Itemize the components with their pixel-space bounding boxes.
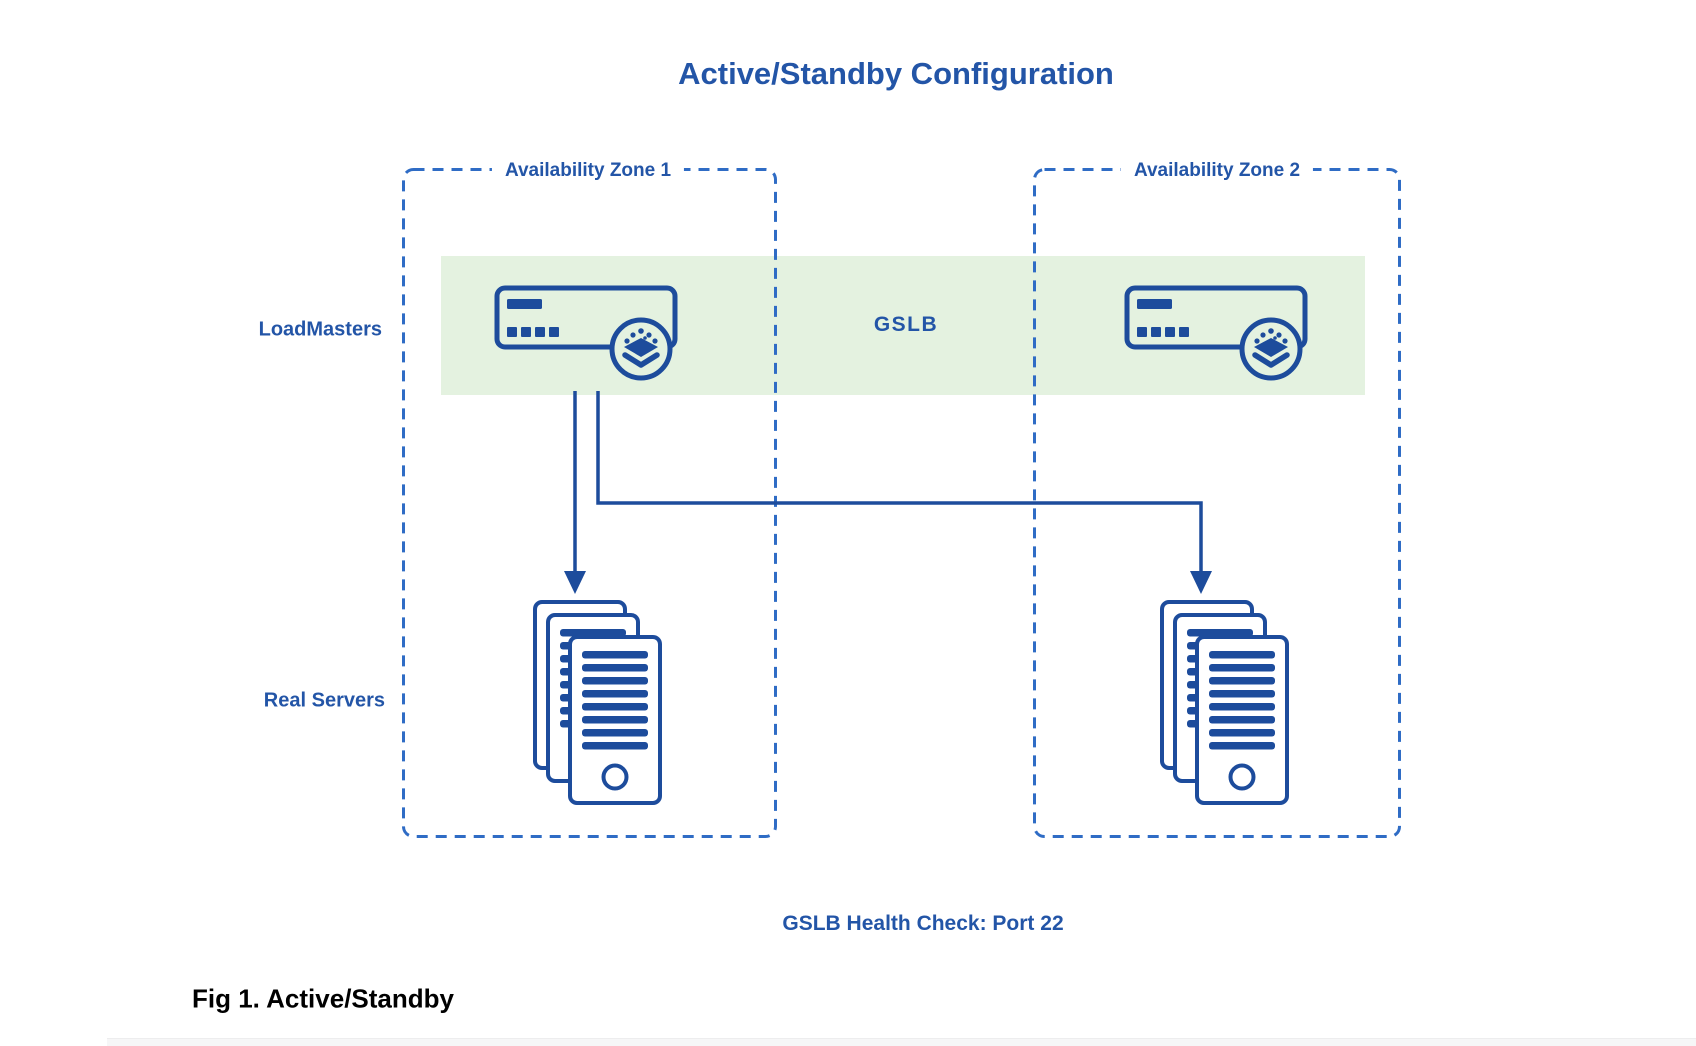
server-card xyxy=(568,635,662,805)
loadmaster-appliance-icon xyxy=(494,285,709,385)
gslb-label: GSLB xyxy=(873,313,939,336)
kemp-layers-badge-icon xyxy=(497,288,675,378)
server-stack-icon xyxy=(533,600,662,805)
loadmaster-appliance-icon xyxy=(1124,285,1339,385)
server-card xyxy=(1195,635,1289,805)
cross-zone-arrow-head xyxy=(1190,571,1212,594)
down-arrow-zone1-head xyxy=(564,571,586,594)
kemp-layers-badge-icon xyxy=(1127,288,1305,378)
server-stack-icon xyxy=(1160,600,1289,805)
bottom-edge-strip xyxy=(107,1038,1696,1046)
figure-caption: Fig 1. Active/Standby xyxy=(192,983,454,1014)
availability-zone-2-label: Availability Zone 2 xyxy=(1120,160,1314,182)
health-check-note: GSLB Health Check: Port 22 xyxy=(782,912,1064,935)
row-label-loadmasters: LoadMasters xyxy=(258,318,382,341)
availability-zone-1-label: Availability Zone 1 xyxy=(491,160,685,182)
cross-zone-arrow-line xyxy=(596,391,1203,574)
row-label-real-servers: Real Servers xyxy=(263,689,385,712)
page-title: Active/Standby Configuration xyxy=(678,56,1114,91)
